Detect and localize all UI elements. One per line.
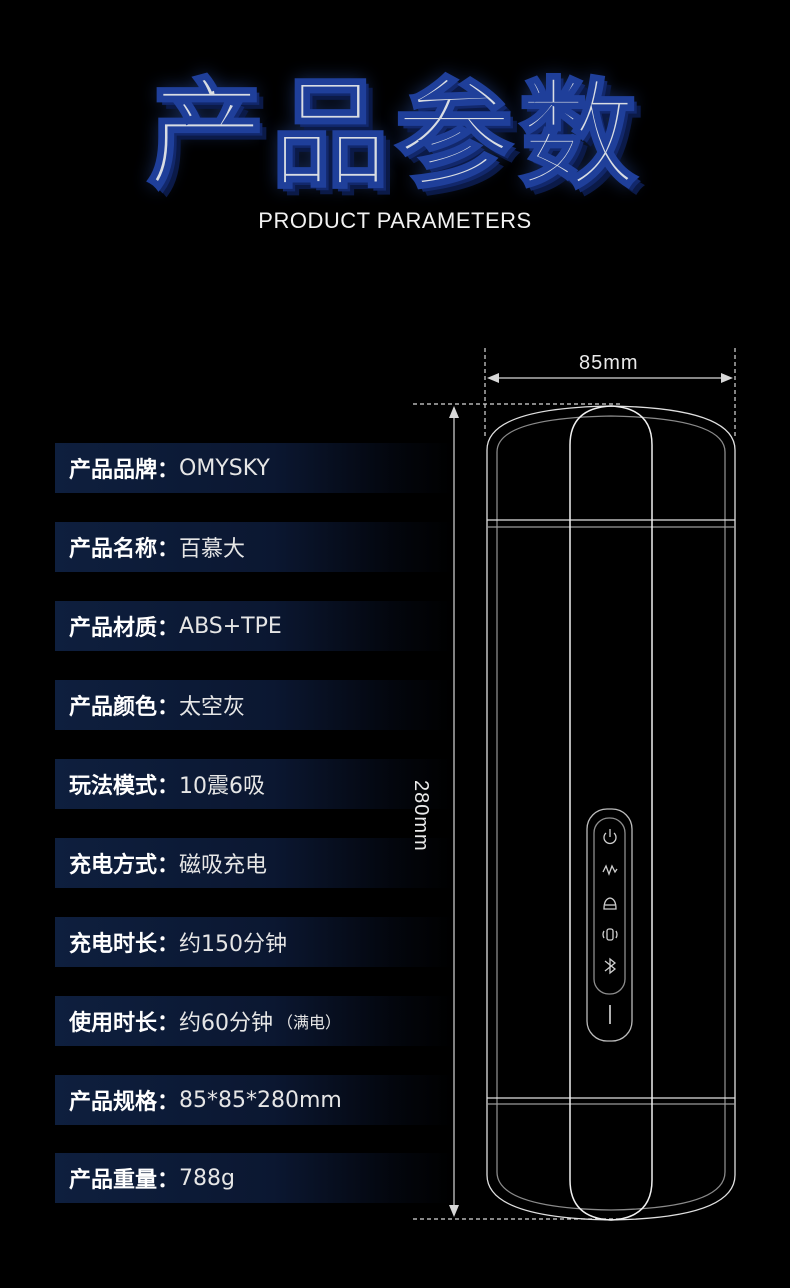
spec-row-usage-time: 使用时长： 约60分钟 （满电） [55, 996, 453, 1046]
page-subtitle: PRODUCT PARAMETERS [258, 208, 532, 233]
spec-label: 充电时长： [69, 932, 180, 957]
spec-label: 产品名称： [69, 537, 180, 562]
device-front-strip [569, 405, 653, 1221]
spec-label: 产品颜色： [69, 695, 180, 720]
height-arrow-top [449, 406, 459, 418]
spec-row-charging-time: 充电时长： 约150分钟 [55, 917, 453, 967]
wave-icon [602, 864, 618, 876]
title-block: 产品参数 [0, 60, 790, 210]
control-panel-inner [593, 817, 626, 995]
spec-value: 约60分钟 [179, 1011, 274, 1036]
suction-icon [603, 897, 617, 910]
spec-row-modes: 玩法模式： 10震6吸 [55, 759, 453, 809]
spec-value: OMYSKY [179, 455, 270, 481]
page-title: 产品参数 [145, 65, 643, 206]
spec-row-size: 产品规格： 85*85*280mm [55, 1075, 453, 1125]
spec-value: 太空灰 [179, 695, 246, 720]
spec-value: 10震6吸 [179, 774, 266, 799]
control-panel [586, 808, 633, 1042]
bluetooth-icon [604, 957, 617, 975]
spec-label: 产品品牌： [69, 458, 180, 483]
width-dimension-label: 85mm [579, 352, 639, 374]
spec-value: 约150分钟 [179, 932, 288, 957]
dimension-lines [413, 348, 736, 1220]
spec-value: 百慕大 [179, 537, 246, 562]
spec-row-material: 产品材质： ABS+TPE [55, 601, 453, 651]
control-icons [602, 829, 618, 1024]
height-arrow-bottom [449, 1205, 459, 1217]
width-arrow-left [487, 373, 499, 383]
spec-label: 充电方式： [69, 853, 180, 878]
spec-label: 产品重量： [69, 1168, 180, 1193]
device-body [486, 405, 736, 1221]
spec-label: 产品材质： [69, 616, 180, 641]
spec-row-weight: 产品重量： 788g [55, 1153, 453, 1203]
spec-row-charging-method: 充电方式： 磁吸充电 [55, 838, 453, 888]
spec-row-brand: 产品品牌： OMYSKY [55, 443, 453, 493]
spec-value: 磁吸充电 [179, 853, 268, 878]
width-arrow-right [721, 373, 733, 383]
spec-value: ABS+TPE [179, 613, 282, 639]
spec-label: 产品规格： [69, 1090, 180, 1115]
power-icon [603, 829, 617, 845]
device-outer-shell [486, 405, 736, 1221]
spec-value: 85*85*280mm [179, 1087, 342, 1113]
device-inner-shell [496, 415, 726, 1211]
spec-label: 使用时长： [69, 1011, 180, 1036]
vibration-icon [602, 928, 618, 941]
spec-row-color: 产品颜色： 太空灰 [55, 680, 453, 730]
spec-label: 玩法模式： [69, 774, 180, 799]
spec-value: 788g [179, 1165, 235, 1191]
spec-row-name: 产品名称： 百慕大 [55, 522, 453, 572]
spec-note: （满电） [277, 1013, 342, 1032]
